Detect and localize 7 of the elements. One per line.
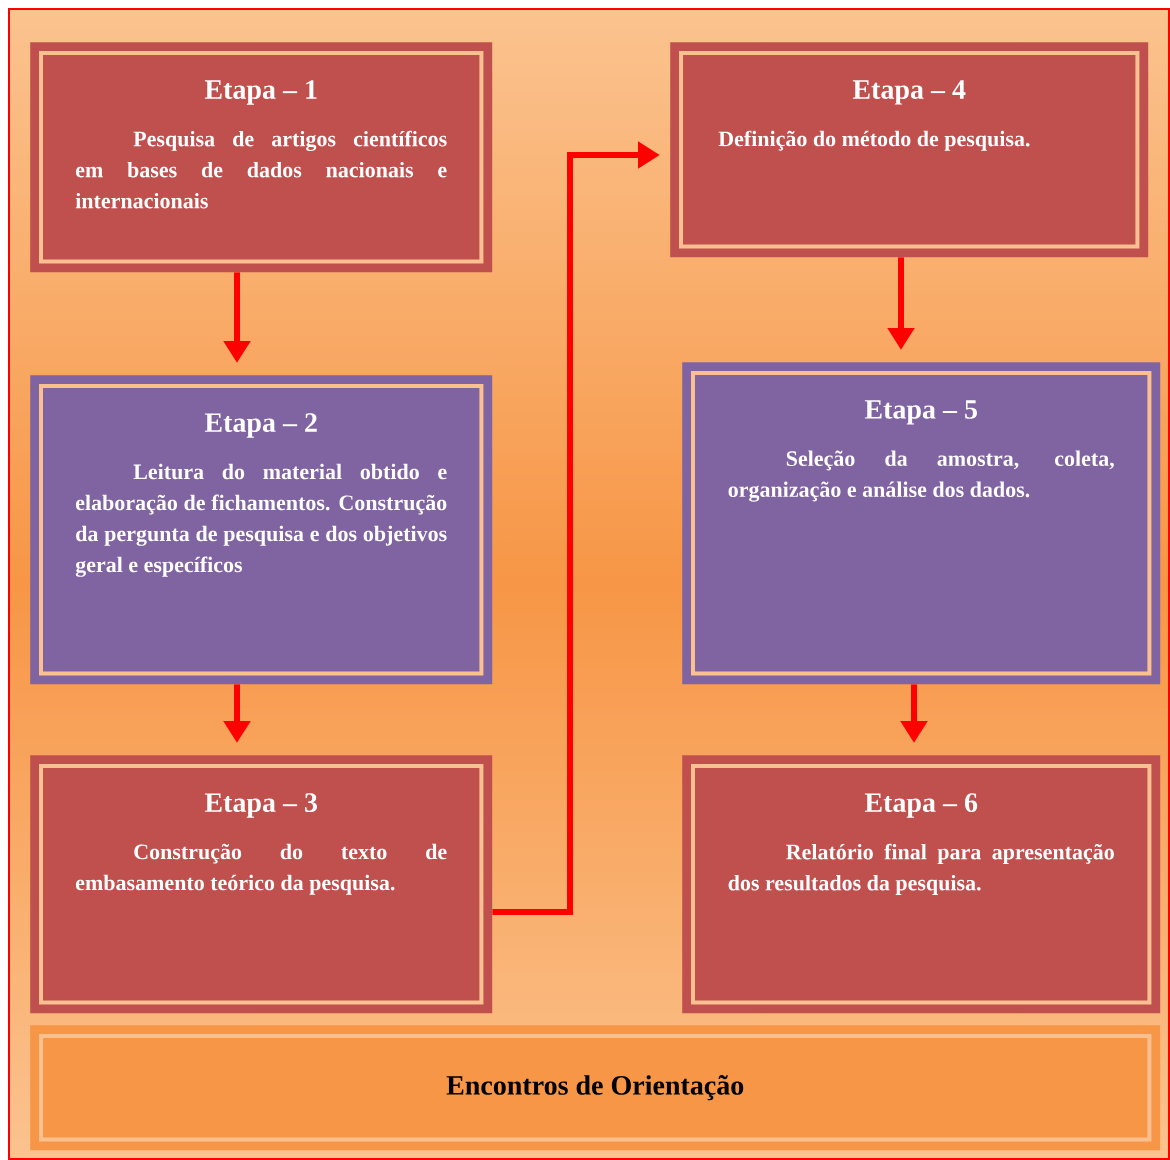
step-box: Etapa – 3 Construção do texto de embasamento teórico da pesquisa. <box>30 755 493 1014</box>
step-box: Etapa – 4 Definição do método de pesquisa. <box>670 42 1149 258</box>
step-box: Etapa – 5 Seleção da amostra, coleta, organização e análise dos dados. <box>682 362 1161 685</box>
step-box: Etapa – 6 Relatório final para apresentação dos resultados da pesquisa. <box>682 755 1161 1014</box>
note-box: Encontros de Orientação <box>30 1025 1161 1151</box>
step-box: Etapa – 2 Leitura do material obtido e elaboração de fichamentos. Construção da pergunta de pesquisa e dos objetivos geral e específicos <box>30 375 493 685</box>
step-box: Etapa – 1 Pesquisa de artigos científicos em bases de dados nacionais e internacionais <box>30 42 493 273</box>
